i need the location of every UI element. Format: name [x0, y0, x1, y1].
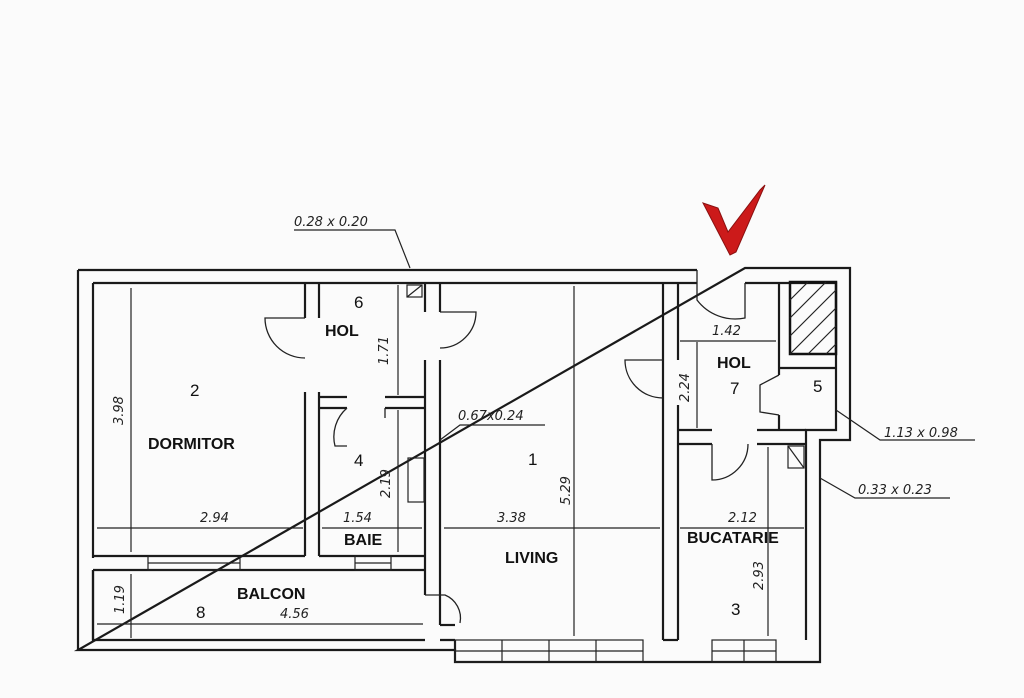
dim-0-33x0-23: 0.33 x 0.23 — [858, 483, 932, 498]
dim-0-67x0-24: 0.67x0.24 — [458, 409, 524, 424]
room-bucatarie-label: BUCATARIE — [687, 530, 779, 547]
dimension-lines — [97, 229, 975, 638]
room-hol7-label: HOL — [717, 355, 751, 372]
dim-4-56: 4.56 — [280, 607, 309, 622]
room-5-number: 5 — [813, 377, 822, 396]
dim-5-29: 5.29 — [559, 476, 574, 505]
dim-3-98: 3.98 — [112, 396, 127, 425]
room-bucatarie-number: 3 — [731, 600, 740, 619]
room-hol7-number: 7 — [730, 379, 739, 398]
room-dormitor-label: DORMITOR — [148, 436, 235, 453]
hatched-shaft-icon — [788, 280, 838, 356]
dim-1-13x0-98: 1.13 x 0.98 — [884, 426, 958, 441]
dim-2-12: 2.12 — [728, 511, 757, 526]
room-hol6-number: 6 — [354, 293, 363, 312]
room-balcon-label: BALCON — [237, 586, 305, 603]
dim-3-38: 3.38 — [497, 511, 526, 526]
dim-2-94: 2.94 — [200, 511, 229, 526]
dim-0-28x0-20: 0.28 x 0.20 — [294, 215, 368, 230]
dim-2-24: 2.24 — [678, 373, 693, 402]
windows — [147, 555, 777, 663]
room-dormitor-number: 2 — [190, 381, 199, 400]
dimension-texts: 0.28 x 0.20 1.71 3.98 2.94 2.19 1.54 0.6… — [112, 215, 958, 622]
dim-1-19: 1.19 — [113, 585, 128, 614]
dim-1-54: 1.54 — [343, 511, 372, 526]
room-hol6-label: HOL — [325, 323, 359, 340]
checkmark-entrance-icon — [701, 184, 766, 256]
dim-1-42: 1.42 — [712, 324, 741, 339]
dim-2-19: 2.19 — [379, 469, 394, 498]
room-labels: 6 HOL 2 DORMITOR 4 BAIE 1 LIVING HOL 7 5… — [148, 293, 822, 622]
room-baie-number: 4 — [354, 451, 363, 470]
room-baie-label: BAIE — [344, 532, 383, 549]
dim-1-71: 1.71 — [377, 336, 392, 365]
ducts — [406, 284, 805, 503]
doors — [264, 270, 780, 624]
room-balcon-number: 8 — [196, 603, 205, 622]
dim-2-93: 2.93 — [752, 561, 767, 590]
room-living-label: LIVING — [505, 550, 558, 567]
room-living-number: 1 — [528, 450, 537, 469]
